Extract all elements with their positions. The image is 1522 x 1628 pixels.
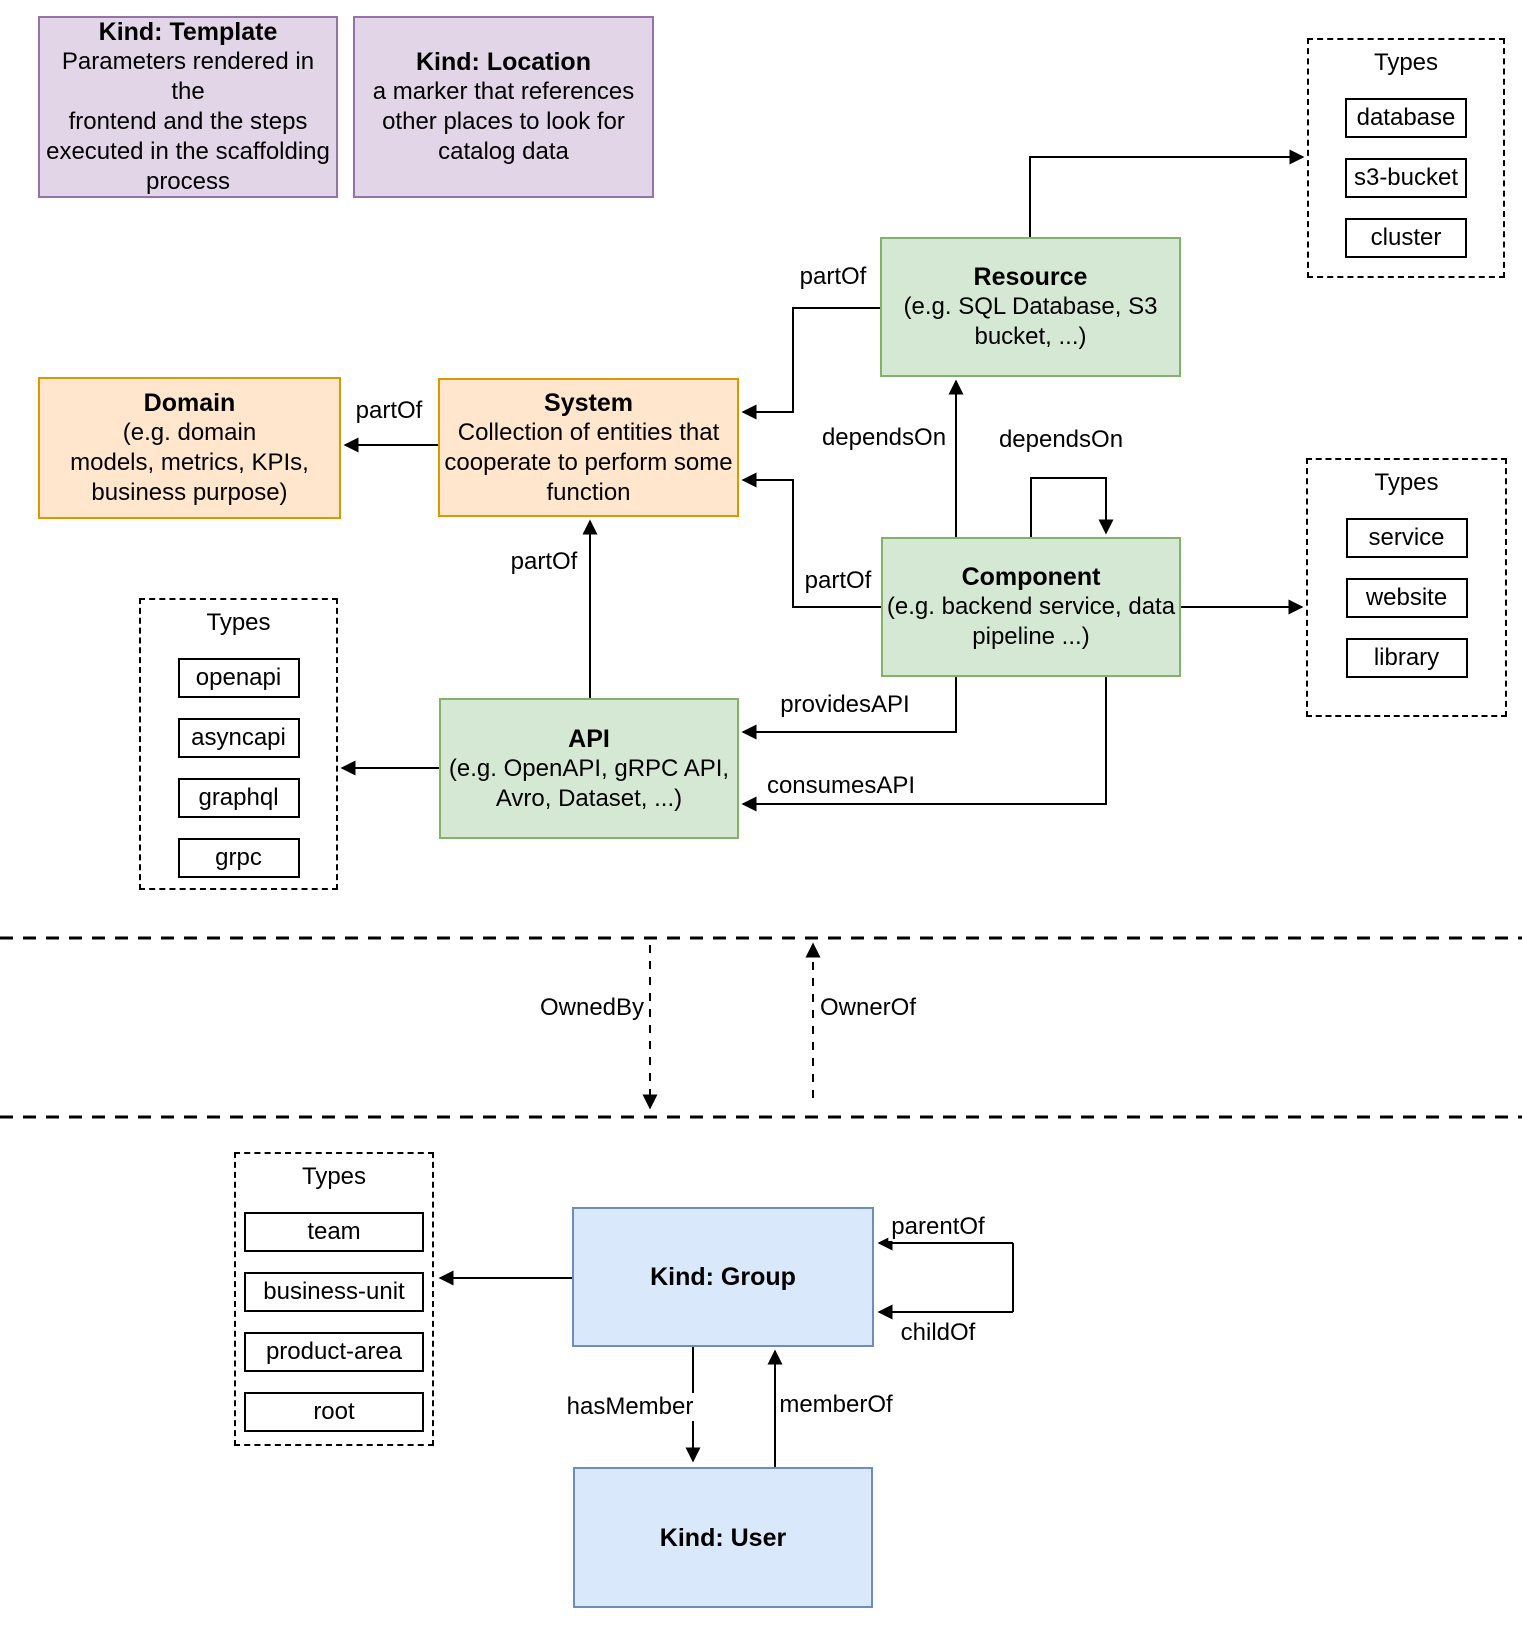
node-domain: Domain (e.g. domain models, metrics, KPI… — [38, 377, 341, 519]
node-user-title: Kind: User — [659, 1523, 787, 1552]
node-api: API (e.g. OpenAPI, gRPC API, Avro, Datas… — [439, 698, 739, 839]
type-chip-service: service — [1345, 518, 1468, 558]
edge-label-dependson-self: dependsOn — [995, 426, 1127, 454]
node-user: Kind: User — [573, 1467, 873, 1608]
node-api-body: (e.g. OpenAPI, gRPC API, Avro, Dataset, … — [448, 754, 730, 812]
edge-label-ownerof: OwnerOf — [816, 994, 920, 1022]
edge-resource-partof-system — [741, 307, 880, 420]
type-chip-root: root — [244, 1392, 424, 1432]
type-chip-grpc: grpc — [177, 838, 300, 878]
node-system-title: System — [544, 388, 633, 417]
edge-label-system-partof: partOf — [352, 397, 426, 425]
node-group: Kind: Group — [572, 1207, 874, 1347]
node-component-title: Component — [961, 563, 1101, 591]
node-resource-title: Resource — [973, 263, 1088, 291]
type-chip-cluster: cluster — [1345, 218, 1467, 258]
type-chip-database: database — [1345, 98, 1467, 138]
edge-label-providesapi: providesAPI — [777, 691, 913, 719]
edge-component-providesapi-api — [741, 677, 957, 740]
type-chip-library: library — [1345, 638, 1468, 678]
type-chip-business-unit: business-unit — [244, 1272, 424, 1312]
node-location-title: Kind: Location — [416, 48, 591, 76]
edge-label-dependson-resource: dependsOn — [818, 424, 950, 452]
edge-label-api-partof: partOf — [507, 548, 581, 576]
edge-label-childof: childOf — [897, 1319, 979, 1347]
type-chip-graphql: graphql — [177, 778, 300, 818]
node-resource: Resource (e.g. SQL Database, S3 bucket, … — [880, 237, 1181, 377]
panel-api-types: Types openapi asyncapi graphql grpc — [139, 598, 338, 890]
type-chip-openapi: openapi — [177, 658, 300, 698]
panel-component-types: Types service website library — [1306, 458, 1507, 717]
node-template: Kind: Template Parameters rendered in th… — [38, 16, 338, 198]
node-location: Kind: Location a marker that references … — [353, 16, 654, 198]
panel-api-types-title: Types — [206, 609, 271, 636]
edge-label-ownedby: OwnedBy — [536, 994, 648, 1022]
node-api-title: API — [568, 724, 610, 753]
node-location-body: a marker that references other places to… — [372, 78, 635, 165]
type-chip-s3-bucket: s3-bucket — [1345, 158, 1467, 198]
node-domain-body: (e.g. domain models, metrics, KPIs, busi… — [70, 419, 309, 506]
node-template-body: Parameters rendered in the frontend and … — [46, 48, 330, 195]
panel-group-types-title: Types — [301, 1163, 367, 1190]
node-system: System Collection of entities that coope… — [438, 378, 739, 517]
node-template-title: Kind: Template — [98, 18, 278, 46]
node-group-title: Kind: Group — [650, 1263, 796, 1291]
type-chip-team: team — [244, 1212, 424, 1252]
type-chip-website: website — [1345, 578, 1468, 618]
panel-group-types: Types team business-unit product-area ro… — [234, 1152, 434, 1446]
type-chip-asyncapi: asyncapi — [177, 718, 300, 758]
panel-resource-types-title: Types — [1373, 49, 1439, 76]
edge-component-dependson-self — [1030, 477, 1114, 537]
type-chip-product-area: product-area — [244, 1332, 424, 1372]
edge-label-resource-partof: partOf — [796, 263, 870, 291]
edge-component-partof-system — [741, 472, 881, 608]
edge-resource-to-resource-types — [1029, 149, 1305, 237]
panel-resource-types: Types database s3-bucket cluster — [1307, 38, 1505, 278]
edge-label-component-partof: partOf — [801, 567, 875, 595]
node-component: Component (e.g. backend service, data pi… — [881, 537, 1181, 677]
node-resource-body: (e.g. SQL Database, S3 bucket, ...) — [903, 293, 1158, 350]
edge-label-hasmember: hasMember — [563, 1393, 697, 1421]
edge-label-parentof: parentOf — [888, 1213, 988, 1241]
node-system-body: Collection of entities that cooperate to… — [444, 418, 733, 506]
edge-label-consumesapi: consumesAPI — [763, 772, 919, 800]
edge-component-consumesapi-api — [741, 677, 1107, 812]
node-domain-title: Domain — [143, 389, 236, 417]
node-component-body: (e.g. backend service, data pipeline ...… — [886, 593, 1176, 650]
edge-label-memberof: memberOf — [776, 1391, 896, 1419]
panel-component-types-title: Types — [1374, 469, 1439, 496]
